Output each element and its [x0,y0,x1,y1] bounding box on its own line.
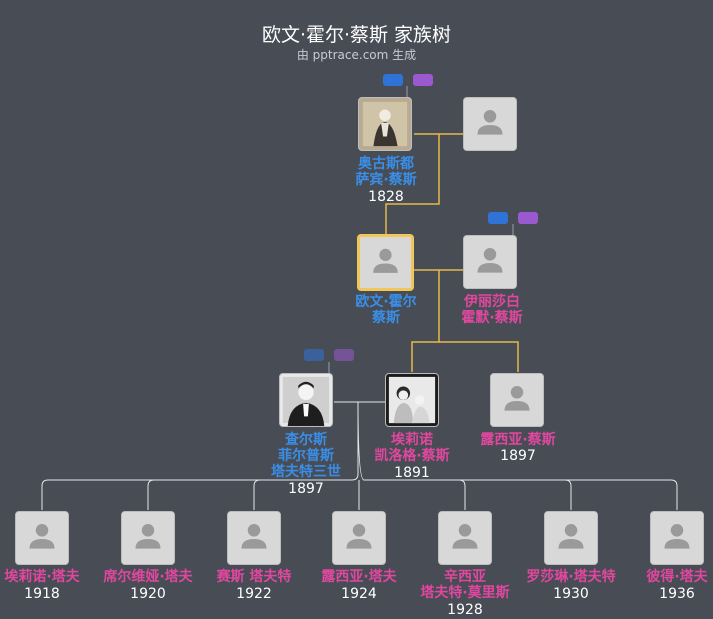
descendant-bar [41,401,678,510]
ancestor-lines [385,133,519,372]
descendant-lines [41,401,678,510]
person-card-child[interactable] [227,511,281,565]
relation-pill-purple[interactable] [518,212,538,224]
person-birth-year: 1891 [394,465,430,481]
person-birth-year: 1922 [236,586,272,602]
placeholder-avatar-icon [464,236,516,288]
person-name: 霍默·蔡斯 [461,310,523,326]
parent-line-irving [411,270,440,372]
person-name: 罗莎琳·塔夫特 [526,569,616,585]
person-birth-year: 1930 [553,586,589,602]
person-name: 萨宾·蔡斯 [355,172,417,188]
person-card-child[interactable] [121,511,175,565]
child-drop-6 [564,479,572,510]
relation-pill-blue[interactable] [304,349,324,361]
person-card-irving-focus[interactable] [357,234,414,291]
person-name: 露西亚·塔夫 [321,569,397,585]
person-card-child[interactable] [544,511,598,565]
person-name: 埃莉诺 [391,432,433,448]
pill-connectors [328,86,514,374]
person-card-elizabeth[interactable] [463,235,517,289]
person-card-eleanor[interactable] [385,373,439,427]
relation-pill-purple[interactable] [413,74,433,86]
person-birth-year: 1920 [130,586,166,602]
person-card-charles[interactable] [279,373,333,427]
placeholder-avatar-icon [228,512,280,564]
relation-pill-blue[interactable] [488,212,508,224]
person-card-lucia[interactable] [490,373,544,427]
person-name: 席尔维娅·塔夫 [103,569,193,585]
child-drop-3 [253,479,261,510]
placeholder-avatar-icon [122,512,174,564]
person-name: 奥古斯都 [358,156,414,172]
person-name: 菲尔普斯 [278,448,334,464]
person-name: 露西亚·蔡斯 [480,432,556,448]
placeholder-avatar-icon [333,512,385,564]
page-subtitle: 由 pptrace.com 生成 [296,48,417,62]
person-birth-year: 1828 [368,189,404,205]
person-birth-year: 1897 [288,481,324,497]
person-birth-year: 1928 [447,602,483,618]
placeholder-avatar-icon [16,512,68,564]
child-drop-5 [458,479,466,510]
placeholder-avatar-icon [439,512,491,564]
placeholder-avatar-icon [651,512,703,564]
person-birth-year: 1924 [341,586,377,602]
person-name: 塔夫特·莫里斯 [420,585,510,601]
placeholder-avatar-icon [360,237,411,288]
person-name: 埃莉诺·塔夫 [4,569,80,585]
person-birth-year: 1936 [659,586,695,602]
page-title: 欧文·霍尔·蔡斯 家族树 [261,24,452,46]
person-name: 辛西亚 [444,569,486,585]
person-name: 凯洛格·蔡斯 [374,448,450,464]
person-name: 蔡斯 [372,310,400,326]
person-name: 查尔斯 [285,432,327,448]
person-card-child[interactable] [15,511,69,565]
person-card-child[interactable] [438,511,492,565]
relation-pill-purple[interactable] [334,349,354,361]
person-name: 赛斯 塔夫特 [216,569,292,585]
placeholder-avatar-icon [464,98,516,150]
person-name: 伊丽莎白 [464,294,520,310]
person-card-child[interactable] [332,511,386,565]
person-name: 彼得·塔夫 [646,569,708,585]
person-card-augustus-spouse[interactable] [463,97,517,151]
sibling-line-lucia [439,341,519,372]
person-card-augustus[interactable] [358,97,412,151]
portrait-photo [386,374,438,426]
parent-line-augustus [385,134,440,234]
person-name: 欧文·霍尔 [355,294,417,310]
person-name: 塔夫特三世 [271,464,341,480]
relation-pill-blue[interactable] [383,74,403,86]
placeholder-avatar-icon [545,512,597,564]
portrait-photo [359,98,411,150]
child-drop-2 [147,479,155,510]
placeholder-avatar-icon [491,374,543,426]
portrait-photo [280,374,332,426]
person-birth-year: 1918 [24,586,60,602]
person-card-child[interactable] [650,511,704,565]
person-birth-year: 1897 [500,448,536,464]
